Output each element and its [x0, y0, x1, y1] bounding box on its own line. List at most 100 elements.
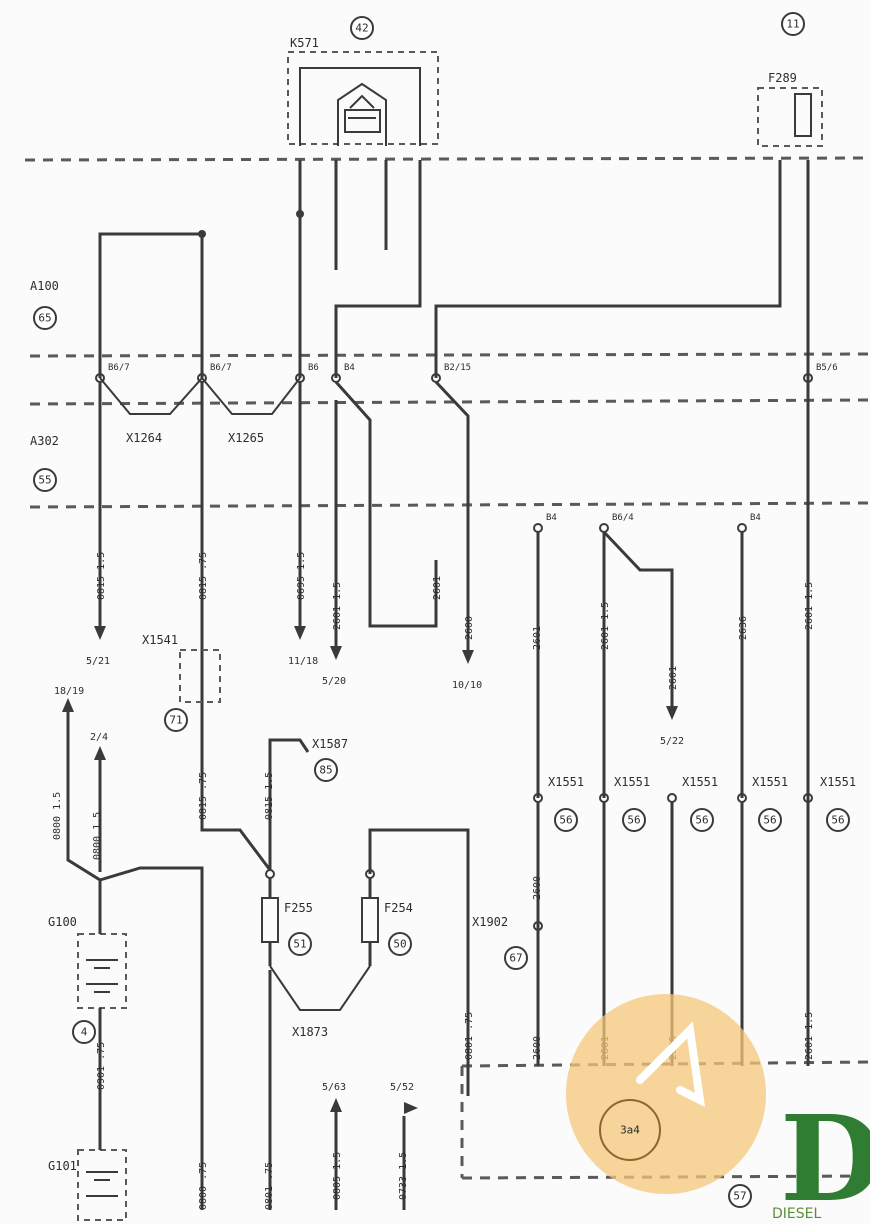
wire-label: 0901 .75: [96, 1042, 107, 1090]
section-boundary-top: [24, 156, 870, 162]
connector-a302-1: [533, 523, 543, 533]
wire-label: 2600: [464, 616, 475, 640]
arrow-ref-5: [666, 706, 678, 720]
wire-label: 2601: [532, 626, 543, 650]
x1551-mark-5: [826, 808, 850, 832]
x1551-label-1: X1551: [548, 775, 584, 789]
x1551-mark-2: [622, 808, 646, 832]
fuse-f289-location-text: 11: [786, 18, 799, 31]
wire-g100-right: [99, 866, 204, 1210]
bridge-x1265: [201, 377, 301, 415]
arrow-ref-7: [94, 746, 106, 760]
pin-a100-5: B2/15: [444, 363, 471, 373]
wire-g100-left: [66, 760, 102, 934]
fuse-f254-label: F254: [384, 901, 413, 915]
x1902-pin: [533, 921, 543, 931]
fuse-f289-box: [757, 87, 823, 147]
section-boundary-a302: [29, 398, 870, 406]
wire-label: 0815 1.5: [96, 552, 107, 600]
x1551-label-5: X1551: [820, 775, 856, 789]
fuse-f255-mark-text: 51: [293, 938, 306, 951]
wire-label: 2600: [532, 1036, 543, 1060]
x1551-mark-5-text: 56: [831, 814, 844, 827]
watermark-inner-text: 3a4: [620, 1124, 640, 1137]
section-boundary-lower: [29, 501, 870, 509]
pin-a100-2: B6/7: [210, 363, 232, 373]
battery-g100-label: G100: [48, 915, 77, 929]
x1551-label-4: X1551: [752, 775, 788, 789]
relay-k571-label: K571: [290, 36, 319, 50]
fuse-f254-mark: [388, 932, 412, 956]
wire-label: 2636: [738, 616, 749, 640]
pin-a302-3: B4: [750, 513, 761, 523]
wire-loop-a100-left: [98, 232, 204, 378]
pin-a100-4: B4: [344, 363, 355, 373]
wire-f289-to-a100: [434, 160, 782, 378]
wire-label: 0800 1.5: [92, 812, 103, 860]
wire-label: 0695 1.5: [296, 552, 307, 600]
battery-g100-symbol: [86, 959, 118, 993]
fuse-leads: [268, 878, 372, 966]
battery-g100-box: [77, 933, 127, 1009]
ref-5-52: 5/52: [390, 1082, 414, 1093]
ref-5-21: 5/21: [86, 656, 110, 667]
ref-11-18: 11/18: [288, 656, 318, 667]
fuse-f255-label: F255: [284, 901, 313, 915]
fuse-f255-mark: [288, 932, 312, 956]
f255-top-pin: [265, 869, 275, 879]
module-a100-location-text: 65: [38, 312, 51, 325]
battery-g101-label: G101: [48, 1159, 77, 1173]
watermark-orange-disk: [566, 994, 766, 1194]
bottom-location-mark: [728, 1184, 752, 1208]
arrow-ref-9: [404, 1102, 418, 1114]
x1587-mark: [314, 758, 338, 782]
battery-g100-mark: [72, 1020, 96, 1044]
x1541-mark-text: 71: [169, 714, 182, 727]
wire-label: 0815 1.5: [264, 772, 275, 820]
wire-label: 2601: [432, 576, 443, 600]
x1551-mark-4: [758, 808, 782, 832]
ref-5-63: 5/63: [322, 1082, 346, 1093]
pin-a100-1: B6/7: [108, 363, 130, 373]
module-a302-location-text: 55: [38, 474, 51, 487]
wire-0815-2: [200, 382, 272, 871]
battery-g100-mark-text: 4: [81, 1026, 88, 1039]
wire-label: 2600: [532, 876, 543, 900]
arrow-ref-2: [294, 626, 306, 640]
wire-label: 2601 1.5: [804, 1012, 815, 1060]
fuse-f289-location-mark: [781, 12, 805, 36]
arrow-ref-8: [330, 1098, 342, 1112]
x1902-mark: [504, 946, 528, 970]
section-boundary-a100: [29, 352, 870, 358]
module-a100-location-mark: [33, 306, 57, 330]
wire-label: 2601 1.5: [804, 582, 815, 630]
wire-label: 0800 1.5: [52, 792, 63, 840]
ref-5-22: 5/22: [660, 736, 684, 747]
x1873-label: X1873: [292, 1025, 328, 1039]
brand-logo-letter: D: [780, 1089, 870, 1224]
x1551-pin-3: [667, 793, 677, 803]
wire-label: 2601: [668, 666, 679, 690]
wire-label: 0800 .75: [198, 1162, 209, 1210]
ref-18-19: 18/19: [54, 686, 84, 697]
connector-a302-3: [737, 523, 747, 533]
ref-10-10: 10/10: [452, 680, 482, 691]
pin-a302-2: B6/4: [612, 513, 634, 523]
brand-logo: D DIESEL: [772, 1089, 870, 1224]
pin-a100-3: B6: [308, 363, 319, 373]
ref-2-4: 2/4: [90, 732, 108, 743]
module-a100-label: A100: [30, 279, 59, 293]
x1551-pin-5: [803, 793, 813, 803]
x1587-label: X1587: [312, 737, 348, 751]
arrow-ref-1: [94, 626, 106, 640]
x1551-mark-4-text: 56: [763, 814, 776, 827]
wire-k571-pin4: [334, 160, 422, 378]
module-a302-location-mark: [33, 468, 57, 492]
x1551-label-3: X1551: [682, 775, 718, 789]
x1551-mark-1-text: 56: [559, 814, 572, 827]
watermark-check-icon: [636, 1021, 706, 1107]
x1587-mark-text: 85: [319, 764, 332, 777]
watermark-inner-ring: [599, 1099, 661, 1161]
